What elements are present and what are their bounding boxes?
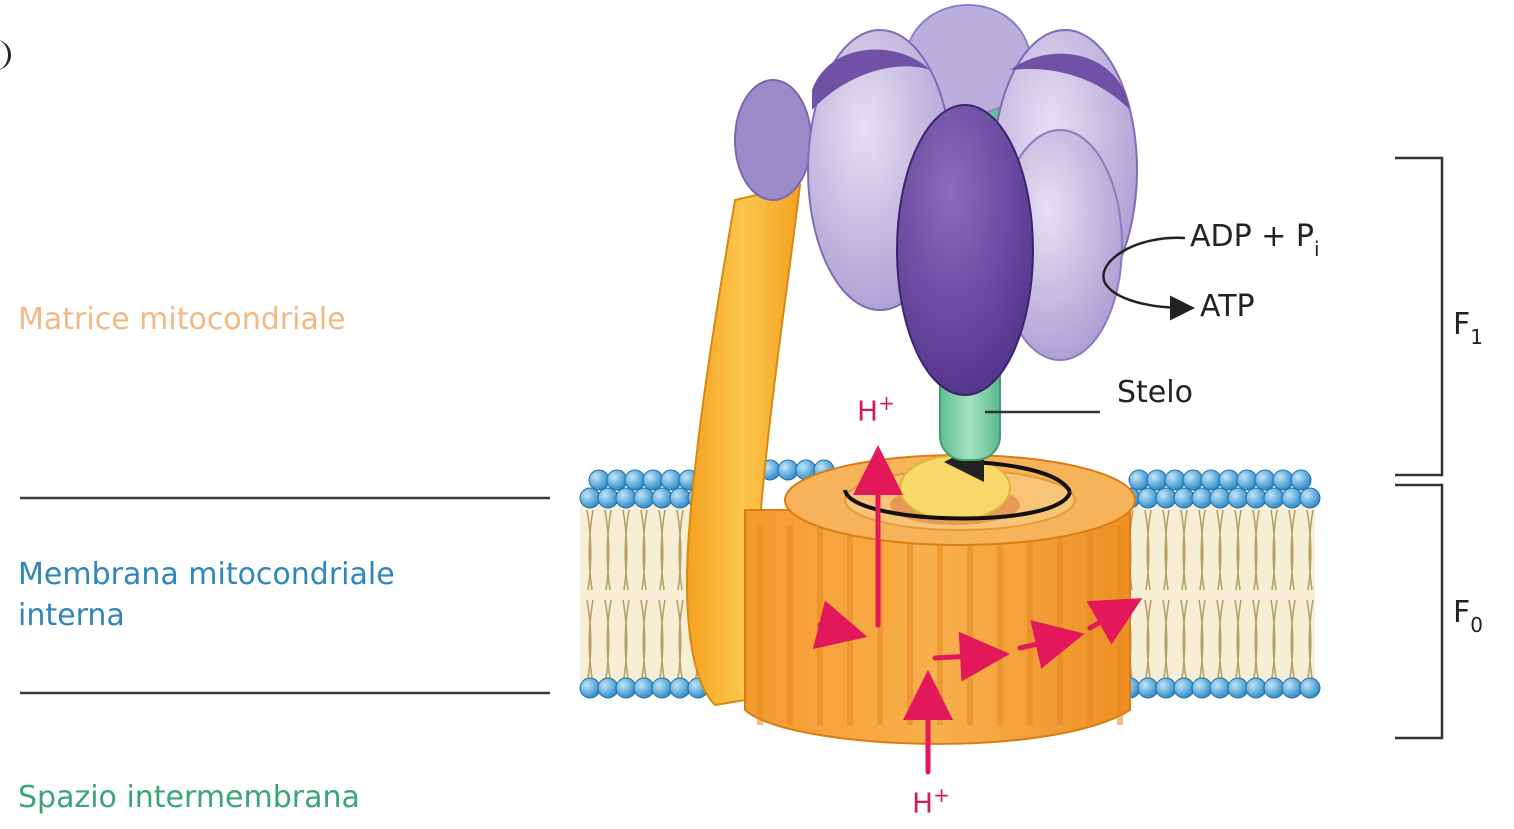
inner-membrane-label-line2: interna: [18, 596, 395, 637]
atp-label: ATP: [1200, 292, 1255, 322]
inner-membrane-label: Membrana mitocondriale interna: [18, 555, 395, 636]
lipid-head: [1273, 470, 1293, 490]
lipid-head: [580, 678, 600, 698]
lipid-head: [589, 470, 609, 490]
lipid-head: [598, 678, 618, 698]
intermembrane-space-label: Spazio intermembrana: [18, 778, 360, 819]
lipid-head: [1264, 488, 1284, 508]
proton-top-charge: +: [878, 391, 895, 415]
f0-label: F0: [1453, 598, 1483, 628]
lipid-head: [1138, 678, 1158, 698]
adp-pi-label: ADP + Pi: [1190, 222, 1320, 252]
lipid-head: [643, 470, 663, 490]
lipid-head: [1255, 470, 1275, 490]
lipid-head: [1138, 488, 1158, 508]
adp-pi-text: ADP + P: [1190, 219, 1314, 254]
lipid-head: [670, 678, 690, 698]
lipid-head: [1228, 488, 1248, 508]
lipid-head: [1210, 488, 1230, 508]
lipid-head: [634, 678, 654, 698]
lipid-head: [1219, 470, 1239, 490]
stalk-label: Stelo: [1117, 378, 1193, 408]
f0-bracket: [1395, 485, 1442, 738]
lipid-head: [1246, 678, 1266, 698]
lipid-head: [1129, 470, 1149, 490]
f1-label: F1: [1453, 310, 1483, 340]
proton-label-top: H+: [857, 393, 895, 425]
lipid-head: [607, 470, 627, 490]
lipid-head: [1156, 678, 1176, 698]
lipid-head: [652, 678, 672, 698]
lipid-head: [1192, 488, 1212, 508]
lipid-head: [616, 488, 636, 508]
lipid-head: [1201, 470, 1221, 490]
f1-subscript: 1: [1470, 325, 1483, 349]
lipid-head: [598, 488, 618, 508]
lipid-head: [1237, 470, 1257, 490]
inner-membrane-label-line1: Membrana mitocondriale: [18, 555, 395, 596]
f1-bracket: [1395, 158, 1442, 475]
proton-label-bottom: H+: [912, 785, 950, 817]
lipid-head: [670, 488, 690, 508]
lipid-head: [1174, 488, 1194, 508]
lipid-head: [1300, 678, 1320, 698]
f0-rotor: [745, 455, 1135, 744]
lipid-head: [1282, 678, 1302, 698]
lipid-head: [1300, 488, 1320, 508]
lipid-head: [625, 470, 645, 490]
f0-letter: F: [1453, 595, 1470, 630]
proton-bottom-charge: +: [933, 783, 950, 807]
f1-head: [808, 5, 1137, 395]
lipid-head: [616, 678, 636, 698]
lipid-head: [1165, 470, 1185, 490]
proton-bottom-letter: H: [912, 786, 933, 819]
lipid-head: [1210, 678, 1230, 698]
lipid-head: [1183, 470, 1203, 490]
lipid-head: [652, 488, 672, 508]
f1-letter: F: [1453, 307, 1470, 342]
lipid-head: [1147, 470, 1167, 490]
lipid-head: [1192, 678, 1212, 698]
lipid-head: [1228, 678, 1248, 698]
lipid-head: [1282, 488, 1302, 508]
lipid-head: [580, 488, 600, 508]
f0-subscript: 0: [1470, 613, 1483, 637]
lipid-head: [778, 460, 798, 480]
lipid-head: [1264, 678, 1284, 698]
lipid-head: [1174, 678, 1194, 698]
lipid-head: [1291, 470, 1311, 490]
proton-top-letter: H: [857, 394, 878, 427]
matrix-label: Matrice mitocondriale: [18, 300, 346, 341]
lipid-head: [1246, 488, 1266, 508]
pi-subscript: i: [1314, 237, 1320, 261]
lipid-head: [661, 470, 681, 490]
lipid-head: [634, 488, 654, 508]
lipid-head: [1156, 488, 1176, 508]
